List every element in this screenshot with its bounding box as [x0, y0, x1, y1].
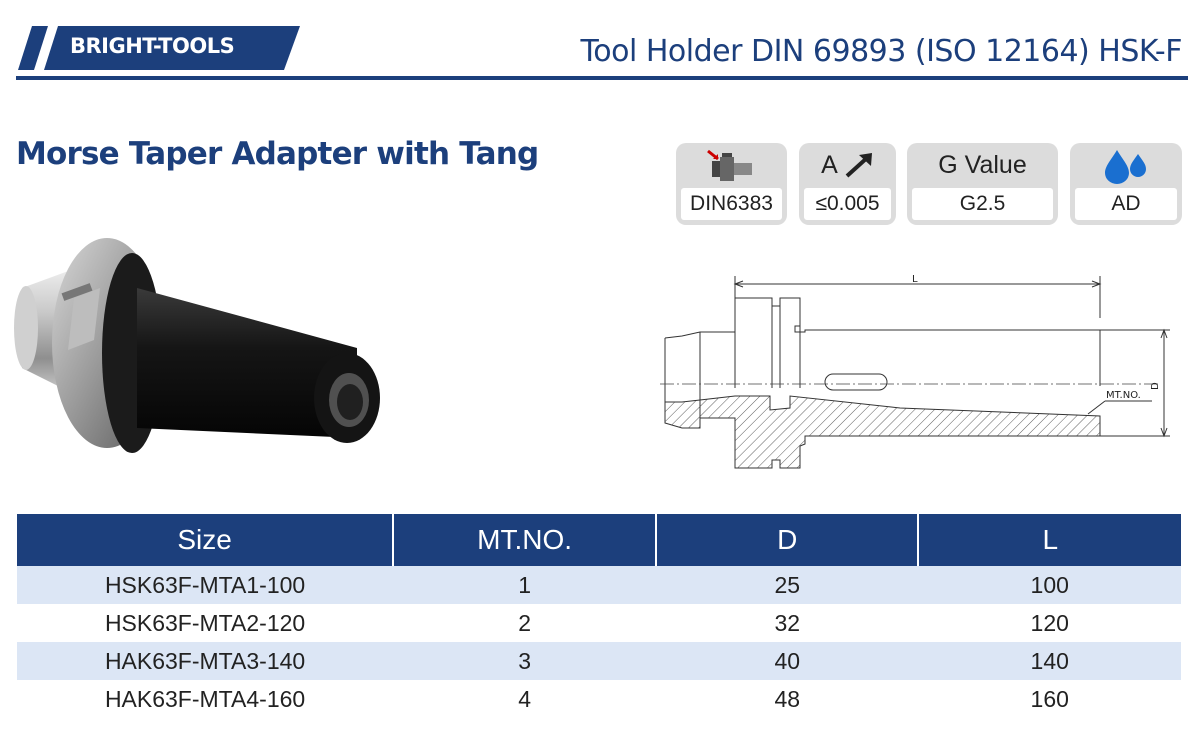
- arrow-up-right-icon: [845, 152, 872, 177]
- technical-drawing: L D MT.NO.: [660, 274, 1170, 469]
- brand-logo-badge: [18, 26, 300, 70]
- product-photo: [14, 238, 380, 453]
- spec-runout-value: ≤0.005: [804, 188, 891, 220]
- spec-runout: A ≤0.005: [799, 143, 896, 225]
- cell-mt-no: 1: [393, 566, 657, 604]
- dimension-label-diameter: D: [1150, 382, 1161, 390]
- cell-mt-no: 3: [393, 642, 657, 680]
- column-header-l: L: [918, 514, 1181, 566]
- spec-runout-label: A: [821, 151, 838, 179]
- cell-size: HAK63F-MTA3-140: [17, 642, 394, 680]
- cell-d: 40: [656, 642, 919, 680]
- column-header-mt-no: MT.NO.: [393, 514, 658, 566]
- product-title: Morse Taper Adapter with Tang: [16, 136, 539, 172]
- dimension-label-taper: MT.NO.: [1106, 390, 1141, 401]
- cell-l: 160: [1030, 685, 1069, 712]
- spec-standard: DIN6383: [676, 143, 787, 225]
- spec-balance: G Value G2.5: [907, 143, 1058, 225]
- cell-d: 48: [774, 685, 801, 712]
- cell-mt-no: 2: [518, 609, 531, 636]
- cell-size: HSK63F-MTA1-100: [17, 566, 394, 604]
- cell-mt-no: 4: [518, 685, 531, 712]
- tang-holder-icon: [676, 143, 787, 188]
- cell-l: 100: [918, 566, 1181, 604]
- table-row: HSK63F-MTA2-120 2 32 120: [17, 604, 1181, 642]
- spec-balance-label: G Value: [938, 151, 1027, 179]
- size-table: Size MT.NO. D L HSK63F-MTA1-100 1 25 100…: [17, 514, 1181, 718]
- spec-coolant-value: AD: [1075, 188, 1177, 220]
- brand-name: BRIGHT-TOOLS: [70, 34, 235, 58]
- column-header-size: Size: [17, 514, 395, 566]
- document-title: Tool Holder DIN 69893 (ISO 12164) HSK-F: [580, 34, 1183, 69]
- cell-d: 32: [774, 609, 801, 636]
- brand-logo: BRIGHT-TOOLS: [18, 26, 308, 70]
- column-header-d: D: [656, 514, 920, 566]
- cell-d: 25: [656, 566, 919, 604]
- cell-l: 140: [918, 642, 1181, 680]
- dimension-label-length: L: [912, 274, 918, 285]
- coolant-drops-icon: [1070, 143, 1182, 188]
- table-row: HAK63F-MTA3-140 3 40 140: [17, 642, 1181, 680]
- cell-size: HAK63F-MTA4-160: [104, 685, 306, 712]
- cell-size: HSK63F-MTA2-120: [104, 609, 306, 636]
- table-header-row: Size MT.NO. D L: [17, 514, 1181, 566]
- spec-coolant: AD: [1070, 143, 1182, 225]
- table-row: HAK63F-MTA4-160 4 48 160: [17, 680, 1181, 718]
- spec-balance-value: G2.5: [912, 188, 1053, 220]
- header-divider: [16, 76, 1188, 80]
- cell-l: 120: [1030, 609, 1069, 636]
- spec-standard-value: DIN6383: [681, 188, 782, 220]
- table-row: HSK63F-MTA1-100 1 25 100: [17, 566, 1181, 604]
